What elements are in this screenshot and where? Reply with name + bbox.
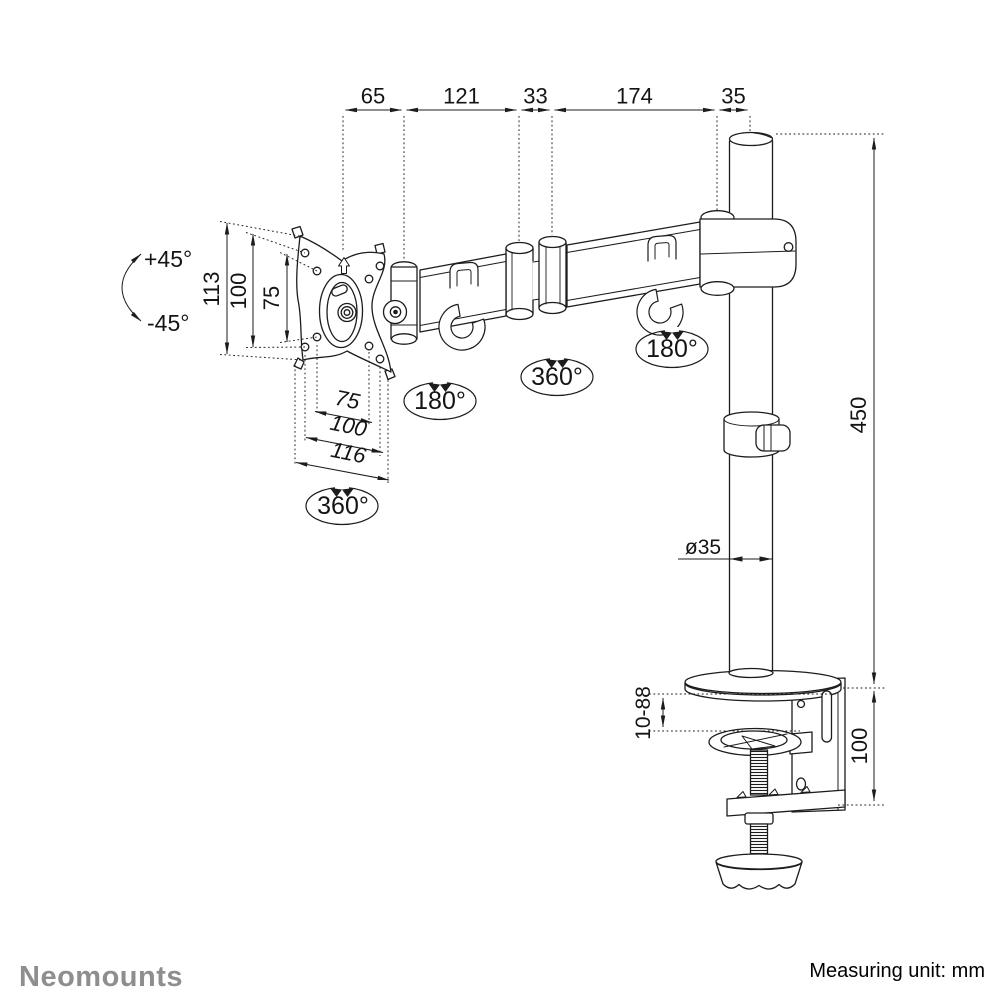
arm-tube-front (419, 253, 507, 333)
clamp-screw-upper (749, 749, 769, 796)
label-rotation-180-left: 180° (414, 387, 466, 415)
dim-line-100w (305, 437, 384, 453)
clamp-knob (715, 853, 803, 890)
measuring-unit-note: Measuring unit: mm (809, 960, 985, 982)
dim-pole-diameter: ø35 (685, 536, 721, 559)
dim-plate-75v: 75 (259, 286, 284, 310)
pole-base-seam (728, 667, 774, 679)
plate-center-hub (318, 273, 364, 349)
bracket-hole (795, 777, 807, 791)
diameter-arrowheads (730, 556, 772, 562)
cable-clips (438, 234, 684, 351)
label-rotation-180-pole: 180° (646, 335, 698, 363)
cable-clip-top-rear (647, 234, 677, 262)
ring-lever (755, 424, 791, 452)
pole-cap-seam (753, 132, 772, 138)
dimension-lines (121, 107, 877, 802)
clamp-pad (708, 727, 802, 757)
label-tilt-up: +45° (144, 246, 192, 272)
vesa-holes-100 (300, 248, 385, 364)
desk-clamp (684, 667, 846, 890)
vesa-holes-75 (312, 266, 374, 351)
dim-line-116w (295, 462, 390, 481)
dim-plate-116w: 116 (329, 437, 369, 469)
vesa-joint (382, 261, 418, 345)
dim-clamp-100: 100 (847, 728, 872, 765)
rotation-symbols (305, 327, 709, 526)
bracket-screw (796, 699, 806, 709)
dim-pole-450: 450 (846, 397, 871, 434)
pole-collar-joint (699, 210, 797, 296)
extension-lines (219, 116, 886, 806)
dim-line-75w (314, 411, 373, 423)
dim-desk-10-88: 10-88 (632, 686, 655, 740)
rotation-labels: +45° -45° 180° 360° 180° 360° (144, 246, 698, 520)
collar-screw (783, 242, 794, 252)
label-rotation-360-middle: 360° (531, 363, 583, 391)
up-arrow-icon (338, 257, 350, 274)
footer: Neomounts Measuring unit: mm (19, 960, 985, 993)
arm-tube-rear (566, 221, 701, 308)
dim-plate-113: 113 (199, 271, 224, 306)
pole-top-cap (728, 131, 774, 147)
dim-plate-100v: 100 (226, 273, 251, 310)
dim-top-65: 65 (361, 84, 385, 109)
desk-disc-rim (684, 682, 842, 702)
brand-logo: Neomounts (19, 961, 183, 993)
label-tilt-down: -45° (147, 310, 189, 336)
cable-clip-top-front (449, 261, 479, 289)
cable-hook-front (438, 303, 486, 351)
tilt-arc (121, 253, 142, 322)
clamp-screw-lower (749, 823, 769, 858)
bracket-slot (821, 690, 833, 743)
dim-top-33: 33 (523, 84, 547, 109)
dim-top-174: 174 (616, 84, 653, 109)
dim-top-35: 35 (721, 84, 745, 109)
label-rotation-360-plate: 360° (317, 492, 369, 520)
clamp-foot (726, 789, 846, 817)
screw-nut (744, 812, 774, 825)
pole-ring (723, 411, 791, 458)
mount-parts (291, 131, 846, 890)
dim-top-121: 121 (443, 84, 480, 109)
dimension-labels: 65 121 33 174 35 113 100 75 75 100 116 4… (199, 84, 872, 765)
dim-plate-75w: 75 (333, 385, 363, 415)
vesa-plate (291, 225, 396, 381)
arm-middle-joint (505, 235, 567, 321)
